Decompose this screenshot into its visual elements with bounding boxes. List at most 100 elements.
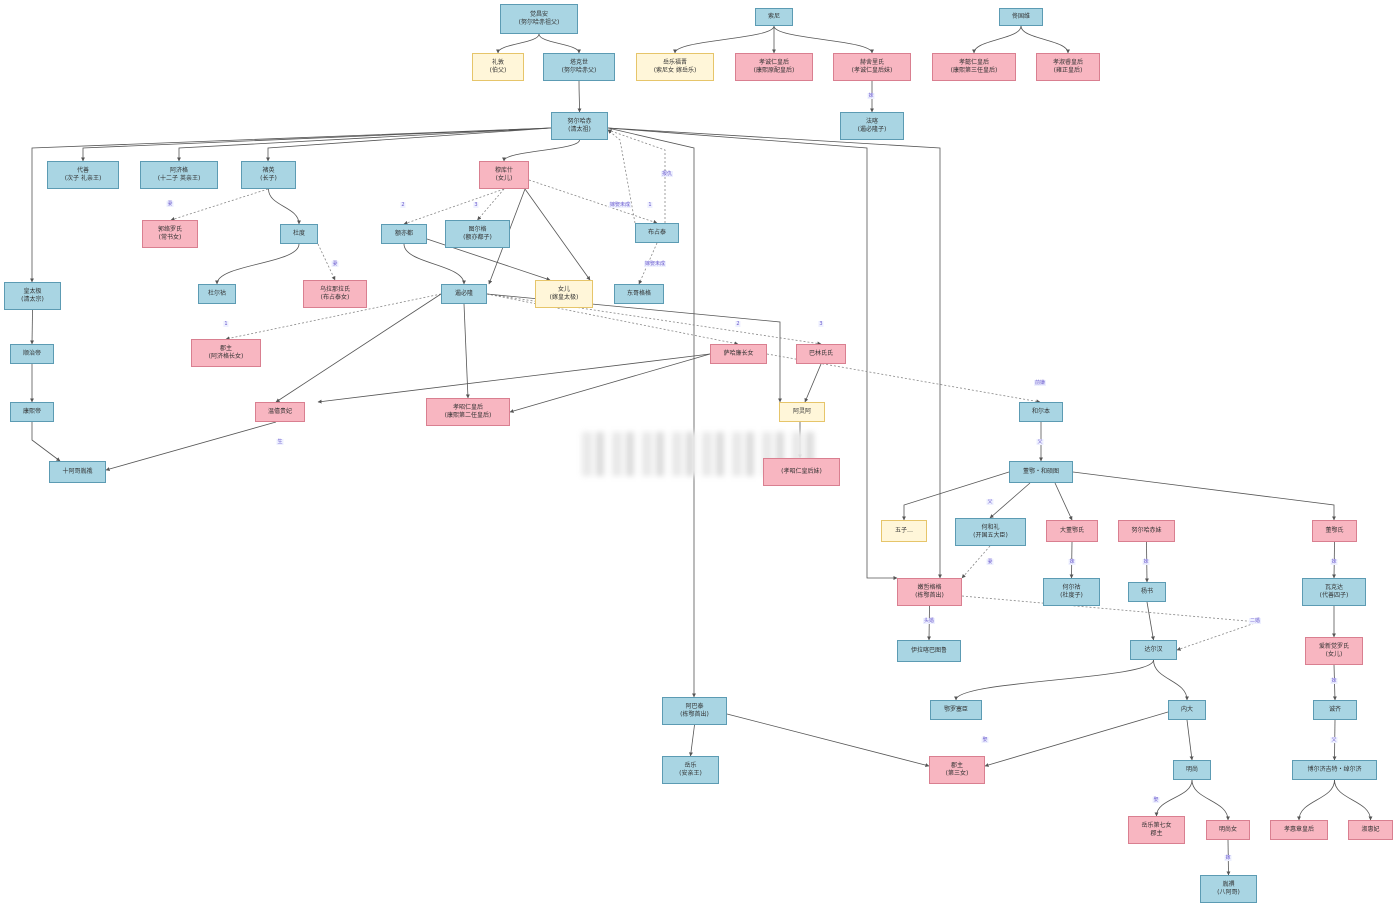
edge-label-l-nsis-yang: 妹 (1142, 559, 1150, 565)
node-ajige[interactable]: 阿济格 (十二子 英亲王) (140, 161, 218, 189)
node-wenxi[interactable]: 温僖贵妃 (255, 402, 305, 422)
node-xiaozhao[interactable]: 孝昭仁皇后 (康熙第二任皇后) (426, 398, 510, 426)
edge-label-l-nur-bu: 嫁娶未成 (608, 202, 632, 208)
node-daishan[interactable]: 代善 (次子 礼亲王) (47, 161, 119, 189)
edge-45 (105, 421, 277, 471)
node-junzhu[interactable]: 郡主 (第三女) (929, 756, 985, 784)
edge-68 (984, 711, 1169, 767)
edge-label-l-wenxi-yinti: 生 (276, 439, 284, 445)
node-xiaoyi[interactable]: 孝懿仁皇后 (康熙第三任皇后) (932, 53, 1016, 81)
node-wuzi[interactable]: 五子… (881, 520, 927, 542)
node-suoni[interactable]: 索尼 (755, 8, 793, 26)
edge-56 (961, 595, 1259, 624)
node-donge[interactable]: 董鄂・和硕图 (1009, 461, 1073, 483)
edge-51 (961, 545, 991, 579)
edge-26 (403, 243, 466, 285)
edge-40 (317, 353, 711, 404)
edge-label-l-ming-yuele7: 娶 (1152, 797, 1160, 803)
node-yinsi[interactable]: 胤禩 (八阿哥) (1200, 875, 1257, 903)
edge-35 (275, 293, 442, 403)
edge-label-l-eb-3: 3 (818, 321, 824, 327)
node-mingshang[interactable]: 明尚 (1173, 760, 1211, 780)
node-daughter[interactable]: 女儿 (嫁皇太极) (535, 280, 593, 308)
node-lidun[interactable]: 礼敦 (伯父) (472, 53, 524, 81)
node-chengqi[interactable]: 诚齐 (1313, 700, 1357, 720)
edge-label-l-saha-heer: 前嫌 (1033, 380, 1047, 386)
node-alingga[interactable]: 阿灵阿 (779, 402, 825, 422)
node-eluosai[interactable]: 鄂罗塞臣 (930, 700, 982, 720)
node-dadong[interactable]: 大董鄂氏 (1046, 520, 1098, 542)
edge-label-l-muku-2: 2 (400, 202, 406, 208)
node-muku[interactable]: 穆库什 (女儿) (479, 161, 529, 189)
node-mingshangnv[interactable]: 明尚女 (1206, 820, 1250, 840)
edge-62 (1297, 779, 1335, 821)
node-balin[interactable]: 巴林氏氏 (796, 344, 846, 364)
edge-48 (989, 482, 1031, 519)
edge-label-l-eb-1: 1 (223, 321, 229, 327)
node-tongguowei[interactable]: 佟国维 (999, 8, 1043, 26)
node-buzhantai[interactable]: 布占泰 (635, 223, 679, 243)
node-xiaoshu[interactable]: 孝淑睿皇后 (雍正皇后) (1036, 53, 1100, 81)
node-hebe[interactable]: 何尔祜 (杜度子) (1043, 578, 1100, 606)
node-gekeda[interactable]: 瓦克达 (代善四子) (1302, 578, 1366, 606)
node-dongeshi[interactable]: 董鄂氏 (1312, 520, 1357, 542)
node-yuele7[interactable]: 岳乐第七女 郡主 (1128, 816, 1185, 844)
node-dongge[interactable]: 东哥格格 (614, 284, 664, 304)
node-huangtaiji[interactable]: 皇太极 (清太宗) (4, 282, 61, 310)
edge-label-l-neida-junzhu: 娶 (981, 737, 989, 743)
node-saha[interactable]: 萨哈廉长女 (710, 344, 767, 364)
node-tuerge[interactable]: 图尔格 (额亦都子) (445, 220, 510, 248)
node-aixin[interactable]: 爱新觉罗氏 (女儿) (1305, 637, 1363, 665)
node-shufei[interactable]: 淑惠妃 (1348, 820, 1393, 840)
edge-64 (954, 659, 1154, 701)
node-yuele[interactable]: 岳乐 (安亲王) (662, 756, 719, 784)
edge-4 (773, 25, 874, 54)
node-heerben[interactable]: 和尔本 (1019, 402, 1063, 422)
node-yinti[interactable]: 十阿哥胤䄉 (49, 461, 106, 483)
edge-71 (1191, 779, 1230, 821)
edge-label-l-helishi-faha: 妹 (867, 93, 875, 99)
node-nurhaci-sister[interactable]: 努尔哈赤妹 (1118, 520, 1175, 542)
node-kangxi[interactable]: 康熙帝 (10, 402, 54, 422)
node-hehe[interactable]: 何和礼 (开国五大臣) (955, 518, 1026, 546)
node-yangshu[interactable]: 杨书 (1128, 582, 1166, 602)
node-xiaocheng[interactable]: 孝诚仁皇后 (康熙原配皇后) (735, 53, 813, 81)
edge-21 (403, 188, 505, 225)
node-nenzhe[interactable]: 嫩哲格格 (栋鄂首出) (897, 578, 962, 606)
node-chuying[interactable]: 褚英 (长子) (241, 161, 296, 189)
node-nurhaci[interactable]: 努尔哈赤 (清太祖) (551, 112, 608, 140)
node-takeshi[interactable]: 塔克世 (努尔哈赤父) (543, 53, 615, 81)
node-dudu[interactable]: 杜度 (280, 224, 318, 244)
edge-58 (1146, 601, 1155, 641)
node-boer[interactable]: 博尔济吉特・绰尔济 (1292, 760, 1377, 780)
node-daerhan[interactable]: 达尔汉 (1130, 640, 1177, 660)
node-shunzhi[interactable]: 顺治帝 (10, 344, 54, 364)
node-xiangjun[interactable]: 郡主 (阿济格长女) (191, 339, 261, 367)
node-helishi[interactable]: 赫舍里氏 (孝诚仁皇后妹) (833, 53, 911, 81)
edge-28 (607, 129, 636, 224)
node-guoluo[interactable]: 郭络罗氏 (常书女) (142, 220, 198, 248)
node-ebilong[interactable]: 遏必隆 (441, 284, 487, 304)
node-duole[interactable]: 杜尔祜 (198, 284, 236, 304)
node-jiao[interactable]: 觉昌安 (努尔哈赤祖父) (500, 4, 578, 34)
edge-label-l-bu-nur: 报仇 (660, 171, 674, 177)
node-helishi2[interactable]: (孝昭仁皇后妹) (763, 458, 840, 486)
node-abatai[interactable]: 阿巴泰 (栋鄂首出) (662, 697, 727, 725)
edge-34 (225, 293, 442, 341)
edge-13 (502, 139, 580, 162)
node-wula-mrs[interactable]: 乌拉那拉氏 (布占泰女) (303, 280, 367, 308)
edge-47 (902, 471, 1010, 521)
edge-66 (688, 724, 695, 757)
node-neida[interactable]: 内大 (1168, 700, 1206, 720)
edge-12 (266, 127, 552, 162)
node-faha[interactable]: 法喀 (遏必隆子) (840, 112, 904, 140)
edge-29 (607, 129, 666, 223)
node-yilabu[interactable]: 伊拉喀巴图鲁 (897, 640, 961, 662)
edge-label-l-nen-da: 二婚 (1248, 618, 1262, 624)
node-edu[interactable]: 额亦都 (381, 224, 427, 244)
node-yuele-mother[interactable]: 岳乐福晋 (索尼女 嫁岳乐) (636, 53, 714, 81)
node-xiaohui[interactable]: 孝惠章皇后 (1270, 820, 1328, 840)
edge-10 (81, 127, 552, 162)
